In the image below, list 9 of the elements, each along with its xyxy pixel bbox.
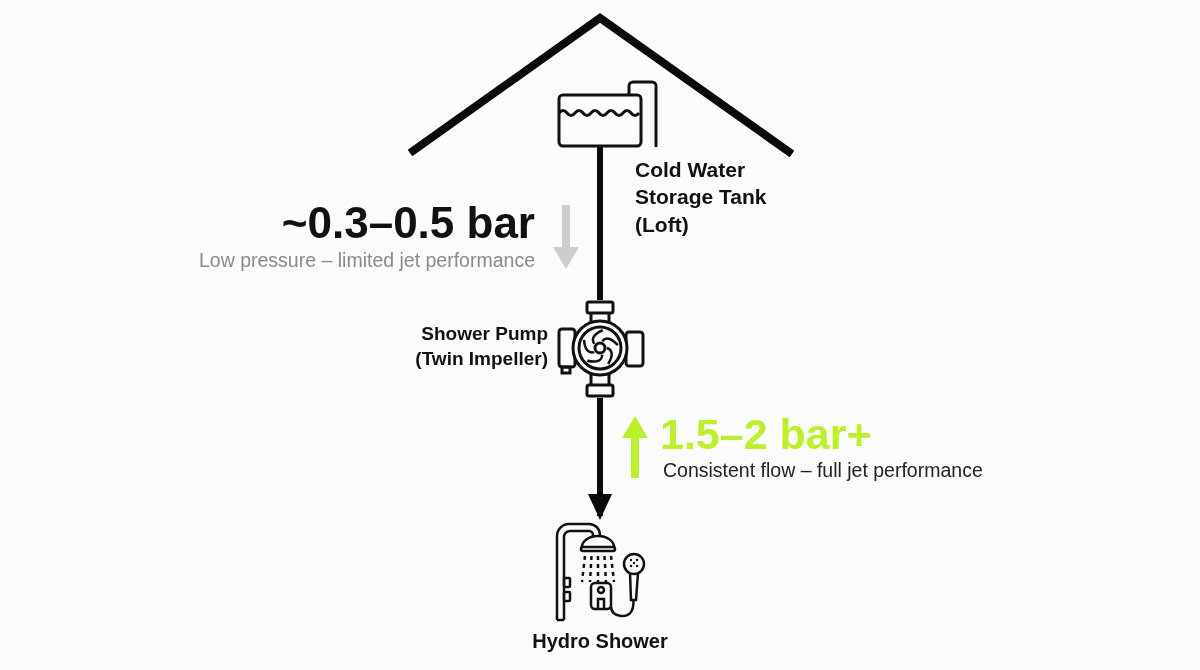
pressure-value: 1.5–2 bar+ bbox=[660, 409, 873, 460]
tank-label: Cold Water Storage Tank (Loft) bbox=[635, 157, 768, 238]
pressure-note: Low pressure – limited jet performance bbox=[198, 249, 535, 273]
pressure-value: ~0.3–0.5 bar bbox=[280, 197, 535, 249]
pump-label: Shower Pump (Twin Impeller) bbox=[414, 322, 548, 371]
pressure-note: Consistent flow – full jet performance bbox=[663, 459, 984, 483]
shower-label: Hydro Shower bbox=[531, 629, 669, 654]
pipe-line bbox=[597, 146, 603, 300]
pipe-arrow bbox=[588, 398, 612, 520]
